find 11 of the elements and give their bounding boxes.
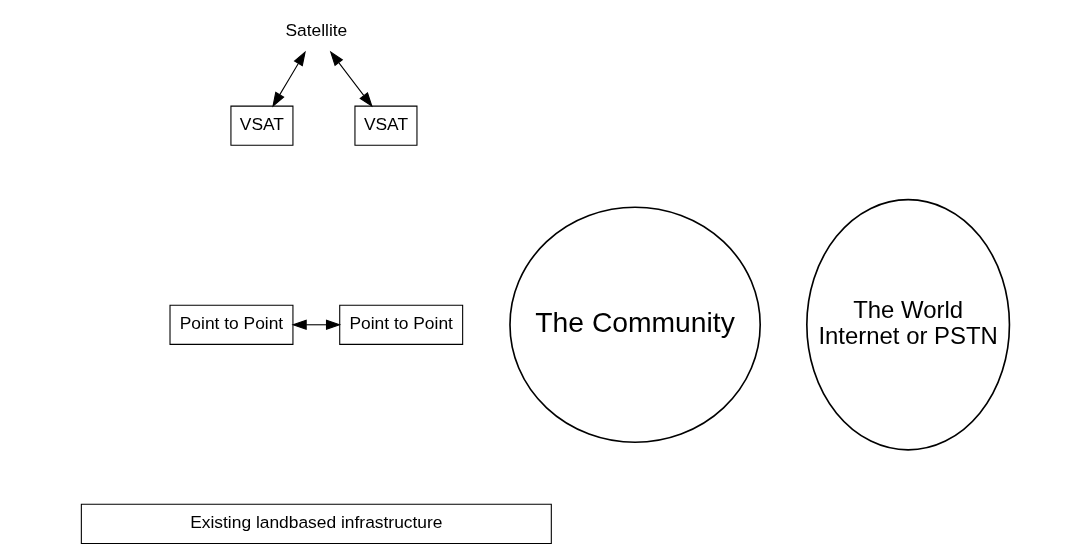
node-circle: The Community (509, 206, 761, 444)
arrow (272, 50, 306, 108)
arrow (329, 50, 373, 108)
node-box: VSAT (354, 105, 418, 146)
node-box: Point to Point (339, 304, 464, 345)
node-ellipse: The World Internet or PSTN (806, 198, 1011, 451)
node-box: Existing landbased infrastructure (80, 503, 552, 544)
node-box: Point to Point (169, 304, 294, 345)
node-text: Satellite (285, 20, 348, 41)
node-box: VSAT (230, 105, 294, 146)
arrow (291, 319, 342, 331)
